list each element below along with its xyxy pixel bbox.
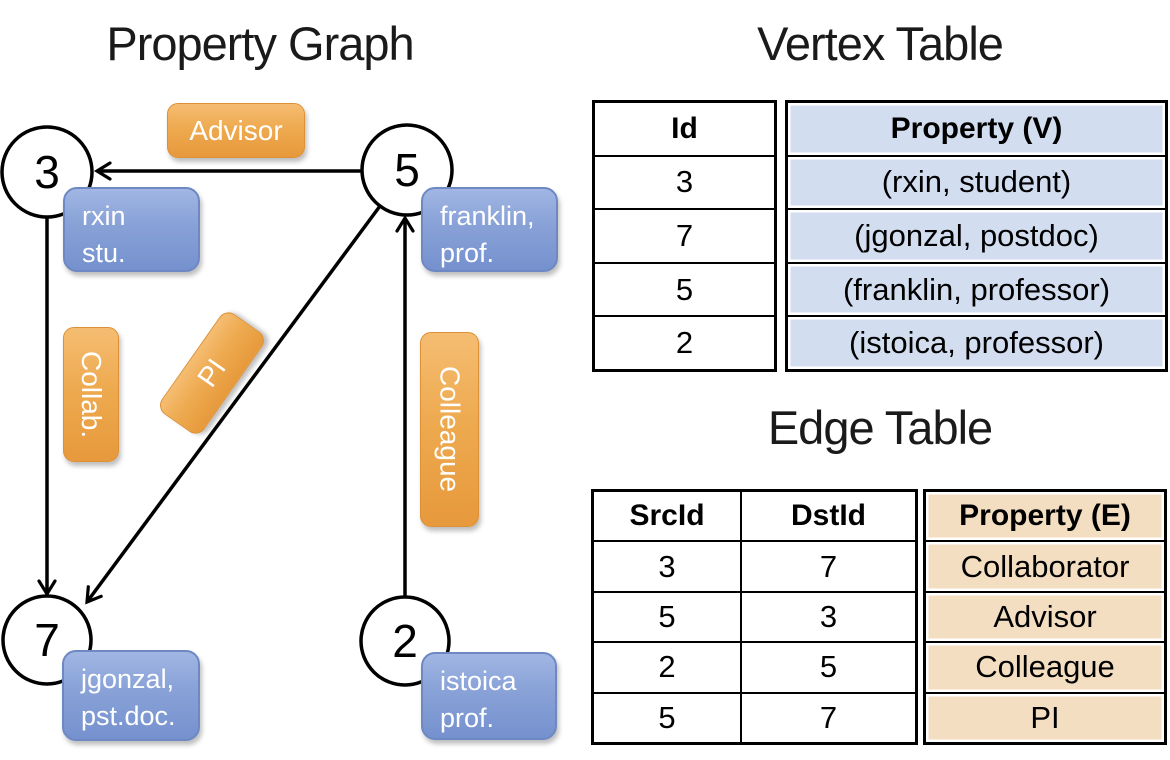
node-label-rxin: rxin stu. (63, 187, 200, 272)
edge-table-property-column: Property (E) Collaborator Advisor Collea… (923, 489, 1167, 745)
edge-property-cell: Advisor (926, 590, 1164, 642)
node-label-line1: franklin, (440, 201, 535, 231)
node-label-line1: jgonzal, (81, 664, 175, 694)
edge-table-row: 3 7 (594, 540, 915, 591)
node-label-line2: stu. (82, 238, 126, 268)
node-label-istoica: istoica prof. (421, 652, 557, 740)
vertex-id-cell: 5 (595, 261, 774, 316)
edge-table-title: Edge Table (767, 401, 993, 454)
vertex-id-header: Id (671, 111, 698, 145)
edge-src-cell: 5 (594, 592, 742, 642)
node-label-line2: pst.doc. (81, 701, 176, 731)
edge-src-cell: 2 (594, 643, 742, 692)
edge-dst-cell: 7 (819, 699, 838, 735)
vertex-property-cell: (istoica, professor) (788, 315, 1165, 369)
edge-label-advisor: Advisor (167, 103, 305, 158)
edge-label-collab: Collab. (63, 327, 119, 462)
edge-table-header-row: SrcId DstId (594, 492, 915, 541)
edge-property-cell: Colleague (926, 641, 1164, 692)
edge-dst-header: DstId (791, 499, 866, 533)
node-label-line2: prof. (440, 703, 495, 733)
vertex-table-id-column: Id 3 7 5 2 (592, 100, 777, 372)
edge-table-row: 5 3 (594, 590, 915, 642)
vertex-property-cell: (rxin, student) (788, 154, 1165, 209)
vertex-table-title: Vertex Table (757, 17, 1004, 70)
edge-table-row: 2 5 (594, 641, 915, 692)
node-label-line1: istoica (440, 666, 517, 696)
edge-label-colleague: Colleague (420, 332, 479, 527)
node-label-line2: prof. (440, 238, 495, 268)
vertex-table-property-column: Property (V) (rxin, student) (jgonzal, p… (785, 100, 1168, 372)
edge-dst-cell: 7 (819, 548, 838, 584)
edge-table-id-columns: SrcId DstId 3 7 5 3 2 5 5 7 (591, 489, 918, 745)
vertex-property-header: Property (V) (788, 103, 1165, 155)
node-label-jgonzal: jgonzal, pst.doc. (62, 650, 200, 741)
edge-dst-cell: 5 (819, 649, 838, 685)
vertex-id-cell: 3 (595, 154, 774, 209)
node-label-line1: rxin (82, 201, 126, 231)
edge-src-header: SrcId (594, 492, 742, 541)
node-label-franklin: franklin, prof. (421, 187, 558, 272)
edge-src-cell: 5 (594, 693, 742, 743)
edge-property-header: Property (E) (926, 492, 1164, 541)
edge-property-cell: Collaborator (926, 540, 1164, 591)
graph-title: Property Graph (106, 17, 414, 70)
vertex-property-cell: (jgonzal, postdoc) (788, 208, 1165, 262)
edge-table-row: 5 7 (594, 691, 915, 743)
vertex-id-cell: 7 (595, 208, 774, 262)
edge-src-cell: 3 (594, 542, 742, 591)
edge-property-cell: PI (926, 691, 1164, 743)
vertex-id-cell: 2 (595, 315, 774, 369)
edge-dst-cell: 3 (819, 599, 838, 635)
edge-label-pi: PI (155, 308, 269, 438)
vertex-property-cell: (franklin, professor) (788, 261, 1165, 316)
